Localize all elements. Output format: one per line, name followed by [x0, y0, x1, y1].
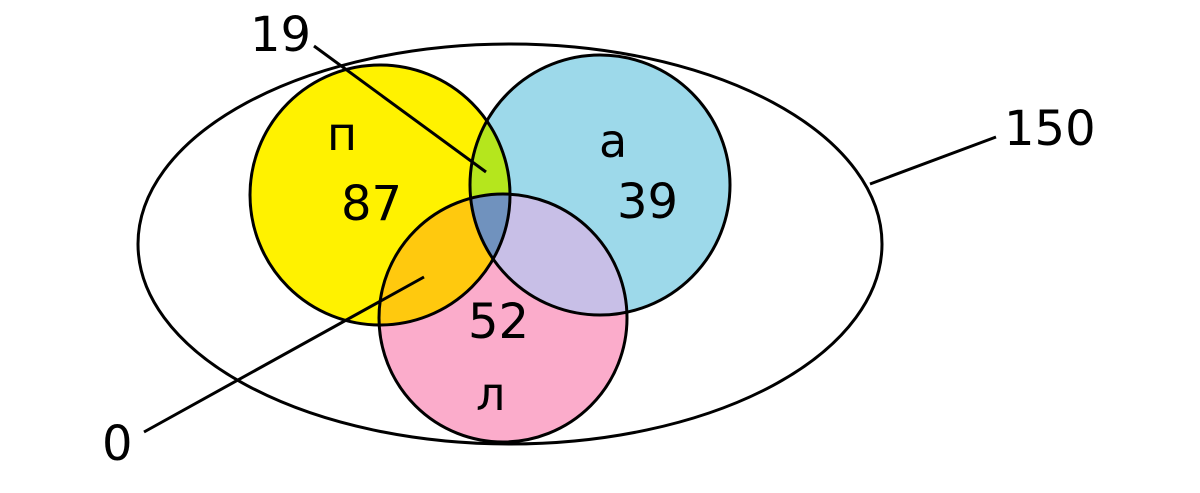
universe-count: 150	[1004, 101, 1096, 157]
leader-line-p-l	[143, 275, 425, 434]
set-l-label: л	[476, 367, 505, 421]
set-a-outline	[468, 53, 732, 317]
overlap-p-l-count: 0	[102, 416, 133, 472]
set-p-count: 87	[341, 176, 402, 232]
set-a-count: 39	[617, 174, 678, 230]
overlap-a-l-fill	[470, 194, 627, 315]
set-p-label: п	[327, 107, 357, 161]
set-l-count: 52	[468, 294, 529, 350]
leader-line-p-a	[313, 44, 487, 174]
set-l-outline	[377, 192, 629, 444]
set-a-label: а	[599, 114, 627, 168]
overlap-p-a-count: 19	[250, 7, 311, 63]
leader-line-universe	[869, 135, 997, 186]
